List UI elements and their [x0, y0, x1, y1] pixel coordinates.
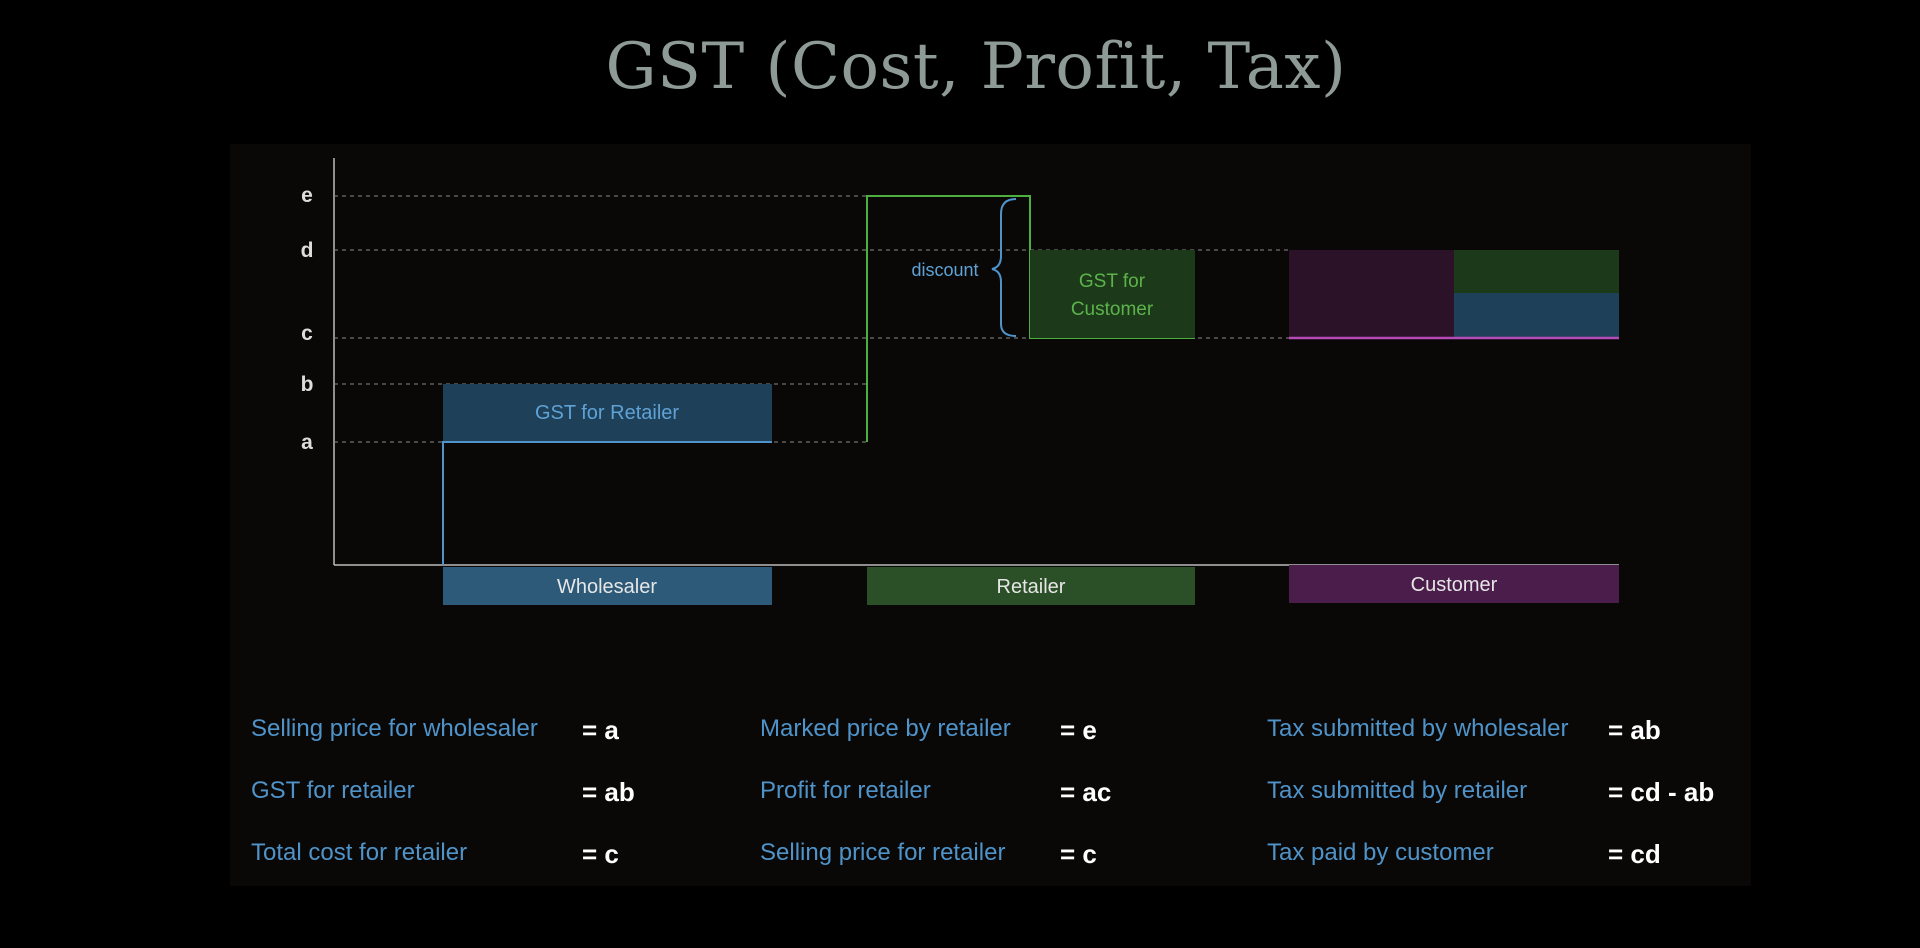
formula-label-profit-retailer: Profit for retailer: [760, 777, 931, 804]
formula-value-selling-price-retailer: = c: [1060, 839, 1097, 869]
formula-label-selling-price-retailer: Selling price for retailer: [760, 839, 1006, 866]
formula-value-tax-customer: = cd: [1608, 839, 1661, 869]
formula-value-gst-retailer: = ab: [582, 777, 635, 807]
customer-bar: [1289, 565, 1619, 603]
diagram-panel: e d c b a GST for Retailer GST for Custo…: [230, 144, 1751, 886]
level-label-d: d: [301, 239, 314, 262]
level-label-b: b: [301, 373, 314, 396]
retailer-bar: [867, 567, 1195, 605]
level-label-e: e: [301, 184, 313, 207]
discount-brace: [991, 198, 1017, 337]
customer-wholesaler-tax-box: [1454, 293, 1619, 338]
formula-label-tax-customer: Tax paid by customer: [1267, 839, 1494, 866]
formula-label-marked-price: Marked price by retailer: [760, 715, 1011, 742]
gst-customer-label-line1: GST for: [1079, 271, 1146, 292]
customer-retailer-tax-box: [1454, 250, 1619, 293]
gst-customer-label-line2: Customer: [1071, 299, 1154, 320]
customer-label: Customer: [1411, 574, 1498, 596]
gst-retailer-box: [443, 384, 772, 442]
gst-customer-box: [1030, 250, 1195, 338]
gst-retailer-label: GST for Retailer: [535, 402, 679, 424]
formula-label-tax-wholesaler: Tax submitted by wholesaler: [1267, 715, 1569, 742]
level-label-c: c: [301, 322, 313, 345]
formula-label-tax-retailer: Tax submitted by retailer: [1267, 777, 1528, 804]
discount-label: discount: [911, 260, 978, 280]
formula-label-selling-price-wholesaler: Selling price for wholesaler: [251, 715, 538, 742]
retailer-label: Retailer: [997, 576, 1066, 598]
formula-label-total-cost-retailer: Total cost for retailer: [251, 839, 468, 866]
wholesaler-bar: [443, 567, 772, 605]
formula-label-gst-retailer: GST for retailer: [251, 777, 415, 804]
gst-diagram: e d c b a GST for Retailer GST for Custo…: [301, 158, 1619, 605]
formula-value-profit-retailer: = ac: [1060, 777, 1112, 807]
formula-value-selling-price-wholesaler: = a: [582, 715, 619, 745]
formula-value-total-cost-retailer: = c: [582, 839, 619, 869]
customer-total-box: [1289, 250, 1454, 338]
formula-value-tax-retailer: = cd - ab: [1608, 777, 1715, 807]
page-title: GST (Cost, Profit, Tax): [605, 30, 1347, 104]
formula-value-tax-wholesaler: = ab: [1608, 715, 1661, 745]
level-label-a: a: [301, 431, 313, 454]
formula-value-marked-price: = e: [1060, 715, 1097, 745]
wholesaler-price-line: [442, 441, 772, 565]
wholesaler-label: Wholesaler: [557, 576, 657, 598]
